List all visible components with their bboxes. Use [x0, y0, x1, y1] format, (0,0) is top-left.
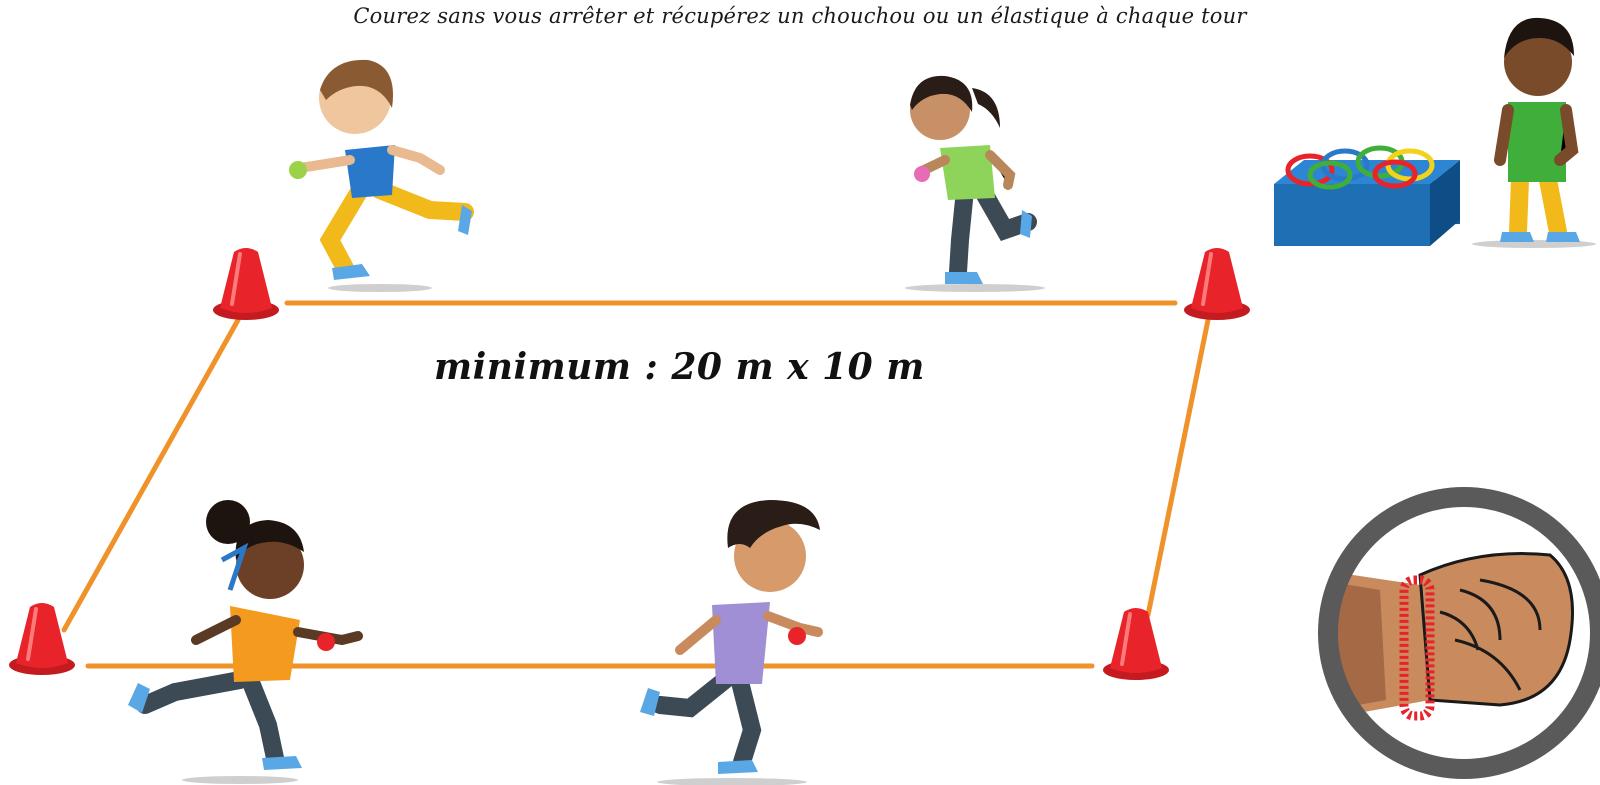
cone-bottom-left	[7, 601, 77, 677]
boundary-right-line	[1145, 317, 1211, 618]
runner-girl-orange-shirt	[128, 500, 363, 784]
scrunchie-box	[1274, 145, 1460, 246]
wrist-scrunchie-closeup	[1318, 487, 1600, 779]
field-size-label: minimum : 20 m x 10 m	[434, 346, 925, 388]
cone-top-left	[211, 246, 281, 322]
cone-bottom-right	[1101, 606, 1171, 682]
standing-boy	[1472, 17, 1596, 248]
boundary-left-line	[61, 317, 241, 633]
runner-boy-blue-shirt	[289, 59, 474, 292]
instruction-text: Courez sans vous arrêter et récupérez un…	[353, 4, 1247, 28]
runner-girl-green-shirt	[905, 75, 1045, 292]
zoom-ring	[1318, 487, 1600, 779]
cone-top-right	[1182, 246, 1252, 322]
runner-boy-purple-shirt	[640, 500, 823, 785]
